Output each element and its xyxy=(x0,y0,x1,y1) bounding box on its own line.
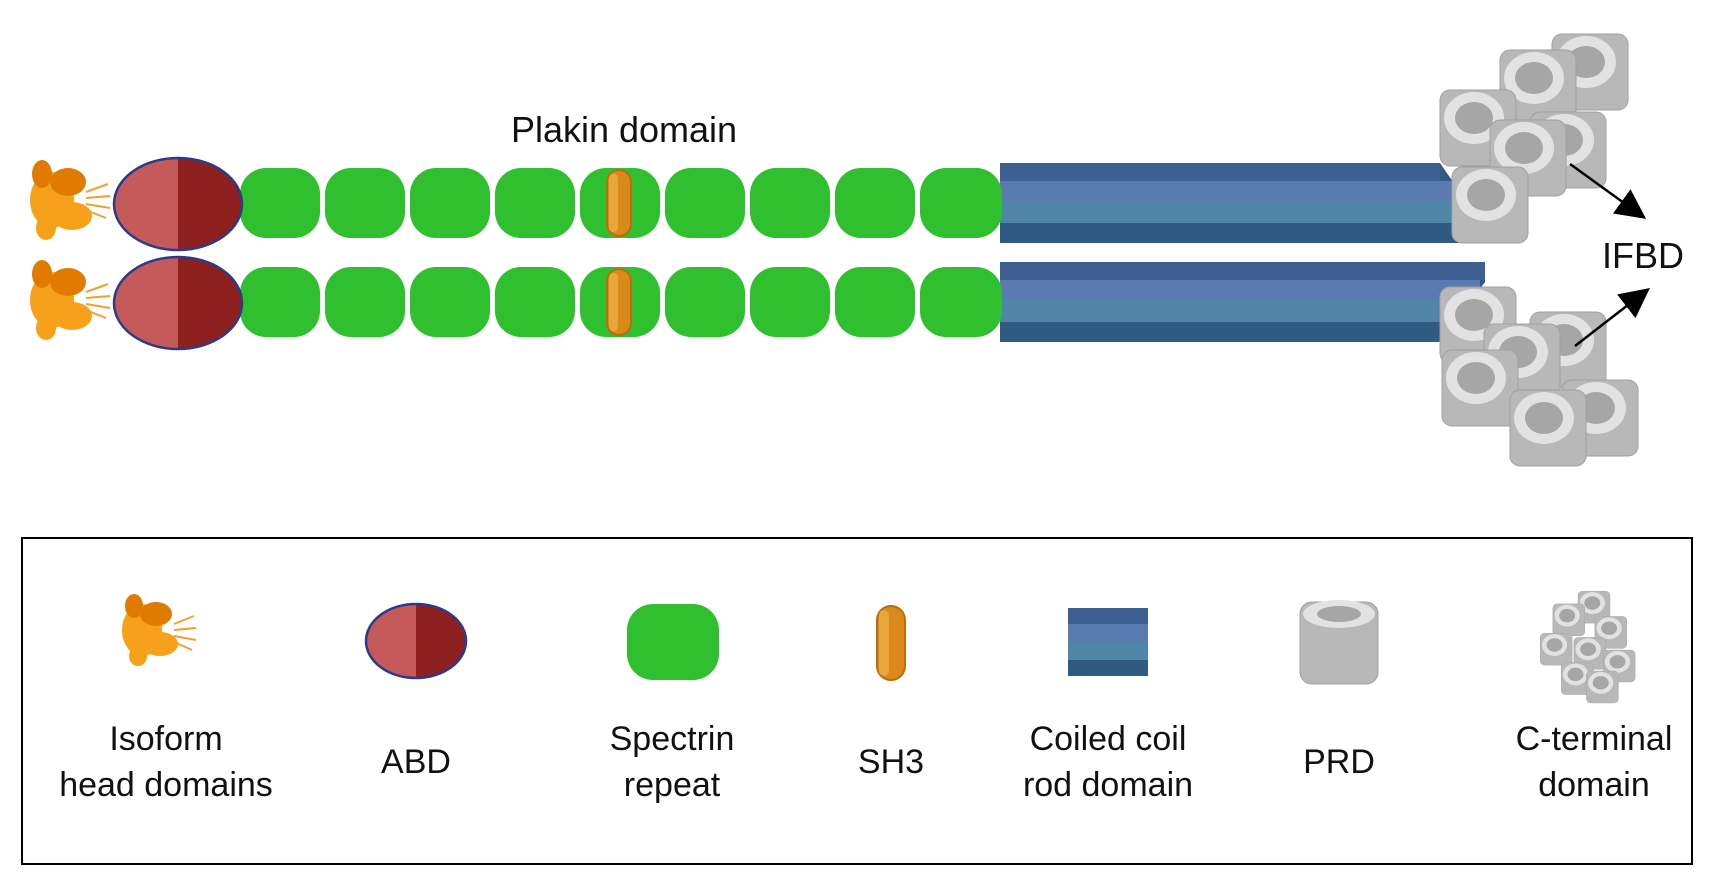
c-terminal-cluster-bottom xyxy=(1439,286,1639,467)
legend-label-cterm-line1: C-terminal xyxy=(1516,720,1673,758)
legend-label-abd: ABD xyxy=(381,743,451,781)
spectrin-repeats-bottom xyxy=(240,267,1002,337)
molecule-bottom xyxy=(30,255,1639,467)
abd-top xyxy=(112,156,244,252)
legend-label-cterm-line2: domain xyxy=(1538,766,1650,804)
coiled-coil-rod-bottom xyxy=(1000,262,1485,342)
legend-label-sh3: SH3 xyxy=(858,743,924,781)
ifbd-label: IFBD xyxy=(1602,235,1684,276)
sh3-icon xyxy=(876,605,906,681)
coiled-coil-rod-top xyxy=(1000,163,1495,243)
legend-label-head-line1: Isoform xyxy=(109,720,222,758)
legend-label-spectrin-line1: Spectrin xyxy=(610,720,735,758)
isoform-head-bottom xyxy=(30,260,111,340)
legend-label-prd: PRD xyxy=(1303,743,1375,781)
plakin-domain-label: Plakin domain xyxy=(511,109,737,150)
molecule-top xyxy=(30,33,1629,252)
legend: Isoform head domains ABD Spectrin repeat… xyxy=(21,537,1693,865)
spectrin-repeat-icon xyxy=(627,604,719,680)
abd-icon xyxy=(364,602,468,680)
coiled-coil-rod-icon xyxy=(1068,608,1148,676)
abd-bottom xyxy=(112,255,244,351)
c-terminal-cluster-top xyxy=(1439,33,1629,244)
ifbd-arrow-bottom xyxy=(1574,287,1650,347)
legend-label-head-line2: head domains xyxy=(59,766,273,804)
prd-icon xyxy=(1299,600,1379,685)
sh3-bottom xyxy=(606,268,632,336)
ifbd-arrow-top xyxy=(1569,162,1647,219)
isoform-head-top xyxy=(30,160,111,240)
sh3-top xyxy=(606,169,632,237)
legend-label-spectrin-line2: repeat xyxy=(624,766,721,804)
legend-box xyxy=(21,537,1693,865)
legend-label-rod-line2: rod domain xyxy=(1023,766,1193,804)
legend-label-rod-line1: Coiled coil xyxy=(1030,720,1187,758)
spectrin-repeats-top xyxy=(240,168,1002,238)
isoform-head-icon xyxy=(122,594,197,666)
